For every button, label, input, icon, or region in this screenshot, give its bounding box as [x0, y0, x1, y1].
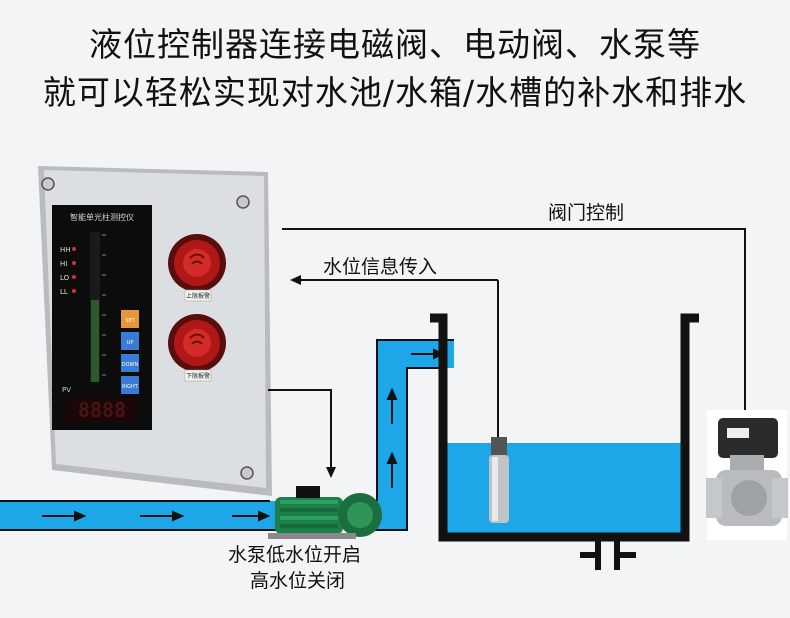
- bar-graph: [90, 232, 106, 382]
- right-button-label: RIGHT: [122, 384, 139, 390]
- headline-line-2: 就可以轻松实现对水池/水箱/水槽的补水和排水: [42, 73, 748, 112]
- alarm-label-upper: 上限报警: [186, 292, 210, 300]
- alarm-light-upper: [168, 234, 226, 292]
- water-pipes: [0, 339, 454, 531]
- alarm-label-lower: 下限报警: [186, 372, 210, 380]
- indicator-ll: LL: [60, 288, 68, 296]
- pump-caption-line-1: 水泵低水位开启: [228, 544, 362, 566]
- signal-lines: [268, 228, 746, 468]
- down-button[interactable]: [121, 354, 139, 372]
- flow-arrows: [42, 348, 446, 522]
- water-tank: [430, 313, 699, 570]
- digital-display: [66, 398, 138, 422]
- valve-control-line: [282, 228, 746, 410]
- indicator-lo: LO: [60, 274, 70, 282]
- controller-panel-title: 智能单光柱测控仪: [70, 212, 134, 222]
- indicator-hi: HI: [60, 260, 67, 268]
- screw-icon: [240, 466, 254, 480]
- controller-box: 智能单光柱测控仪 HH HI LO LL SET UP DOWN: [38, 166, 272, 496]
- pump-caption-line-2: 高水位关闭: [250, 570, 346, 592]
- up-button-label: UP: [127, 340, 134, 346]
- display-value: 8888: [78, 398, 126, 422]
- pump-control-line: [268, 389, 332, 468]
- headline-line-1: 液位控制器连接电磁阀、电动阀、水泵等: [89, 25, 701, 64]
- up-button[interactable]: [121, 332, 139, 350]
- solenoid-valve: [706, 410, 788, 540]
- screw-icon: [41, 177, 55, 191]
- level-signal-label: 水位信息传入: [323, 256, 438, 278]
- display-label: PV: [62, 386, 71, 394]
- alarm-light-lower: [168, 314, 226, 372]
- set-button[interactable]: [121, 310, 139, 328]
- indicator-hh: HH: [60, 246, 71, 254]
- set-button-label: SET: [125, 318, 135, 324]
- tank-water: [446, 443, 685, 535]
- screw-icon: [236, 195, 250, 209]
- down-button-label: DOWN: [122, 362, 139, 368]
- water-pump: [268, 486, 382, 539]
- level-sensor: [489, 280, 509, 523]
- valve-control-label: 阀门控制: [548, 202, 625, 224]
- riser-pipe: [377, 340, 407, 530]
- right-button[interactable]: [121, 376, 139, 394]
